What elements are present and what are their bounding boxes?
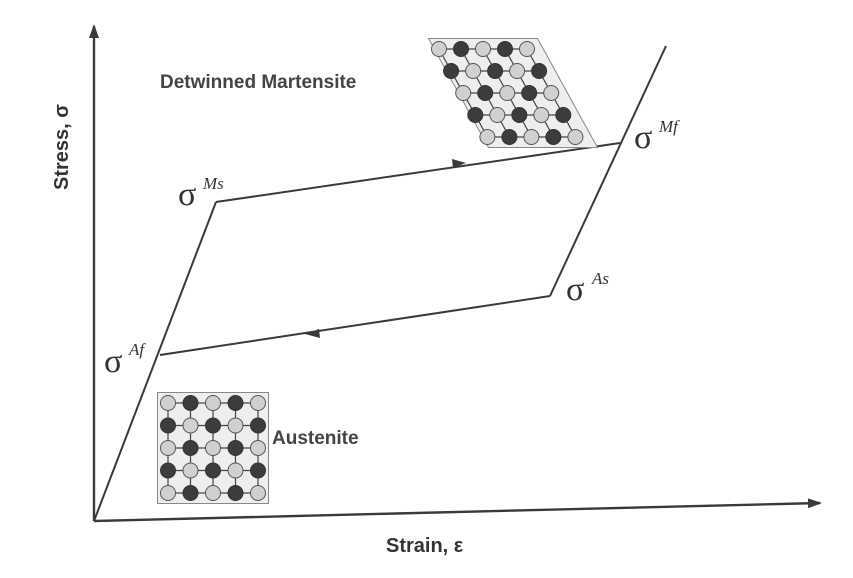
martensite-lattice-dark-atom — [444, 64, 459, 79]
martensite-lattice-light-atom — [524, 130, 539, 145]
ms-superscript: Ms — [202, 174, 224, 193]
martensite-lattice-light-atom — [480, 130, 495, 145]
austenite-lattice-icon — [158, 393, 269, 504]
martensite-lattice-dark-atom — [488, 64, 503, 79]
austenite-lattice-dark-atom — [183, 396, 198, 411]
martensite-lattice-dark-atom — [546, 130, 561, 145]
ms-point-label: σ Ms — [178, 174, 224, 213]
af-superscript: Af — [128, 340, 146, 359]
austenite-lattice-dark-atom — [251, 418, 266, 433]
austenite-label: Austenite — [272, 428, 359, 449]
martensite-lattice-light-atom — [490, 108, 505, 123]
martensite-lattice-light-atom — [476, 42, 491, 57]
detwinned-martensite-lattice-icon — [429, 39, 598, 148]
forward-transformation-plateau — [216, 143, 620, 202]
austenite-lattice-dark-atom — [161, 463, 176, 478]
af-sigma: σ — [104, 343, 122, 380]
martensite-lattice-dark-atom — [522, 86, 537, 101]
martensite-lattice-light-atom — [456, 86, 471, 101]
austenite-lattice-light-atom — [161, 486, 176, 501]
austenite-lattice-dark-atom — [183, 486, 198, 501]
martensite-lattice-dark-atom — [502, 130, 517, 145]
martensite-label: Detwinned Martensite — [160, 72, 356, 93]
martensite-lattice-light-atom — [568, 130, 583, 145]
austenite-lattice-dark-atom — [228, 441, 243, 456]
austenite-lattice-light-atom — [206, 441, 221, 456]
martensite-lattice-light-atom — [432, 42, 447, 57]
martensite-lattice-dark-atom — [454, 42, 469, 57]
austenite-lattice-light-atom — [228, 463, 243, 478]
martensite-lattice-dark-atom — [532, 64, 547, 79]
martensite-lattice-dark-atom — [556, 108, 571, 123]
austenite-lattice-dark-atom — [161, 418, 176, 433]
austenite-lattice-dark-atom — [206, 463, 221, 478]
austenite-lattice-dark-atom — [183, 441, 198, 456]
martensite-lattice-dark-atom — [478, 86, 493, 101]
reverse-direction-arrow — [305, 329, 320, 338]
x-axis — [94, 503, 820, 521]
austenite-lattice-light-atom — [206, 486, 221, 501]
mf-sigma: σ — [634, 119, 652, 156]
martensite-lattice-light-atom — [534, 108, 549, 123]
austenite-lattice-dark-atom — [228, 396, 243, 411]
austenite-lattice-light-atom — [183, 418, 198, 433]
as-superscript: As — [591, 269, 609, 288]
austenite-lattice-dark-atom — [251, 463, 266, 478]
austenite-lattice-dark-atom — [206, 418, 221, 433]
austenite-lattice-light-atom — [161, 396, 176, 411]
martensite-elastic-line — [550, 46, 666, 296]
martensite-lattice-dark-atom — [498, 42, 513, 57]
austenite-lattice-dark-atom — [228, 486, 243, 501]
austenite-lattice-light-atom — [206, 396, 221, 411]
mf-superscript: Mf — [658, 117, 680, 136]
y-axis-title: Stress, σ — [51, 104, 73, 190]
austenite-lattice-light-atom — [161, 441, 176, 456]
as-sigma: σ — [566, 271, 584, 308]
martensite-lattice-dark-atom — [512, 108, 527, 123]
as-point-label: σ As — [566, 269, 609, 308]
martensite-lattice-light-atom — [510, 64, 525, 79]
martensite-lattice-light-atom — [520, 42, 535, 57]
martensite-lattice-light-atom — [466, 64, 481, 79]
ms-sigma: σ — [178, 176, 196, 213]
austenite-lattice-light-atom — [251, 396, 266, 411]
martensite-lattice-dark-atom — [468, 108, 483, 123]
austenite-lattice-light-atom — [251, 486, 266, 501]
mf-point-label: σ Mf — [634, 117, 680, 156]
reverse-transformation-plateau — [160, 296, 550, 355]
austenite-lattice-light-atom — [251, 441, 266, 456]
austenite-lattice-light-atom — [183, 463, 198, 478]
af-point-label: σ Af — [104, 340, 146, 380]
martensite-lattice-light-atom — [500, 86, 515, 101]
martensite-lattice-light-atom — [544, 86, 559, 101]
austenite-lattice-light-atom — [228, 418, 243, 433]
x-axis-title: Strain, ε — [386, 535, 464, 557]
